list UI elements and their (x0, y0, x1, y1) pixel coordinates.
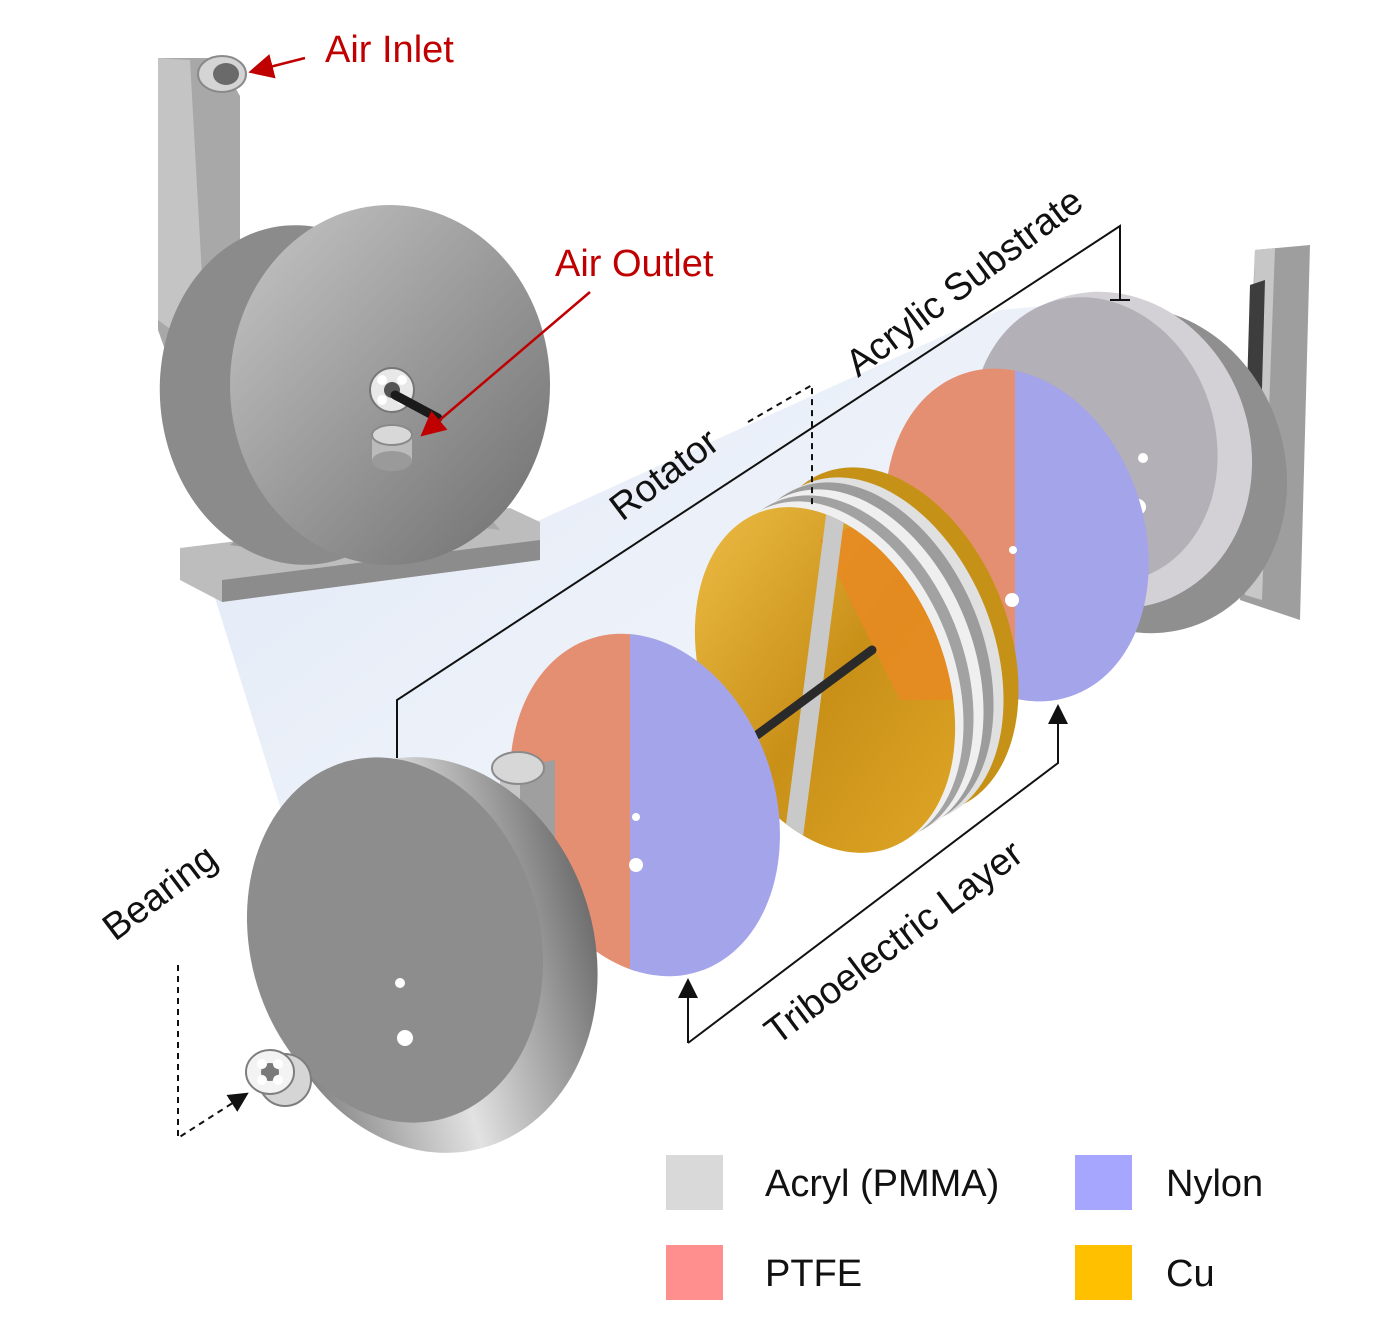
triboelectric-layer-label: Triboelectric Layer (757, 832, 1031, 1053)
legend: Acryl (PMMA) Nylon PTFE Cu (666, 1155, 1263, 1300)
air-inlet-arrow (248, 54, 306, 79)
rotator-leader (747, 383, 813, 505)
air-outlet-label: Air Outlet (555, 243, 714, 285)
assembled-generator (158, 55, 550, 602)
outlet-tube-icon (371, 424, 413, 471)
tube-icon (197, 55, 247, 93)
legend-label-acryl: Acryl (PMMA) (765, 1163, 999, 1205)
rotator-shaft-icon (752, 645, 877, 740)
legend-swatch-nylon (1075, 1155, 1132, 1210)
air-inlet-label: Air Inlet (325, 29, 454, 71)
legend-swatch-acryl (666, 1155, 723, 1210)
triboelectric-bracket (687, 704, 1068, 1044)
legend-swatch-cu (1075, 1245, 1132, 1300)
legend-label-ptfe: PTFE (765, 1253, 862, 1295)
bearing-leader (177, 965, 249, 1140)
air-outlet-arrow (420, 291, 591, 437)
left-housing (246, 751, 598, 1153)
loose-bearing-icon (245, 1049, 312, 1107)
acrylic-substrate-bracket (396, 224, 1121, 758)
legend-label-nylon: Nylon (1166, 1163, 1263, 1205)
legend-swatch-ptfe (666, 1245, 723, 1300)
legend-label-cu: Cu (1166, 1253, 1215, 1295)
bearing-label: Bearing (95, 837, 225, 949)
